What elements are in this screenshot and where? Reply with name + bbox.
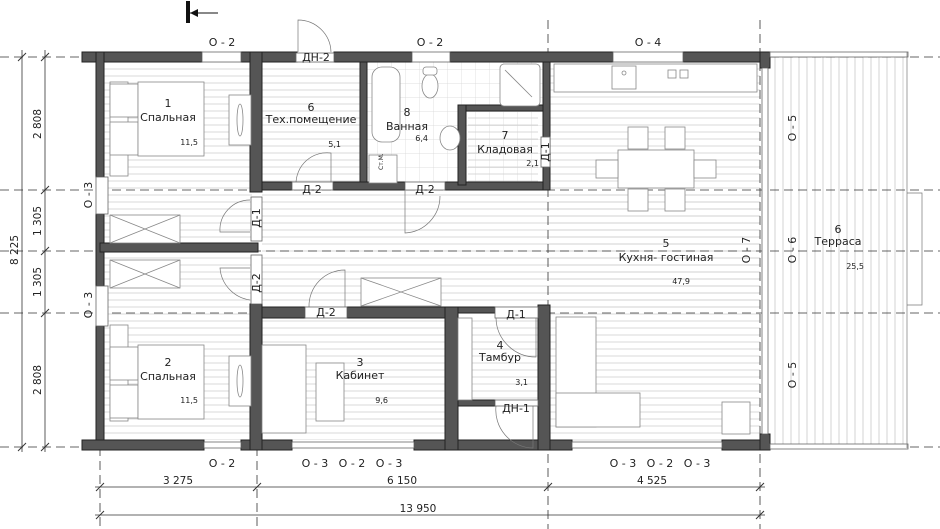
furniture — [109, 63, 758, 435]
window-label: О - 5 — [786, 362, 799, 389]
window-label: О - 3 О - 2 О - 3 — [302, 457, 403, 470]
door-label: ДН-2 — [302, 51, 330, 64]
dimension-lines — [17, 50, 765, 520]
room-bedroom-2: 2 Спальная 11,5 — [140, 356, 198, 405]
room-area: 25,5 — [846, 262, 864, 271]
room-tambour: 4 Тамбур 3,1 — [478, 339, 528, 387]
room-name: Кухня- гостиная — [619, 251, 714, 264]
door-label: Д-2 — [302, 183, 322, 196]
room-number: 7 — [502, 129, 509, 142]
door-label: Д-2 — [316, 306, 336, 319]
window-label: О - 4 — [635, 36, 662, 49]
door-label: Д-1 — [506, 308, 526, 321]
window-label: О - 3 — [82, 292, 95, 319]
room-name: Кабинет — [336, 369, 385, 382]
room-cabinet: 3 Кабинет 9,6 — [336, 356, 388, 405]
door-label: Д-1 — [539, 142, 552, 162]
room-terrace: 6 Терраса 25,5 — [814, 223, 864, 271]
window-label: О - 7 — [740, 237, 753, 264]
dim-left-total: 8 225 — [9, 235, 21, 265]
boiler-label: Ст.М. — [378, 153, 385, 170]
room-name: Терраса — [814, 235, 862, 248]
dim-left-3: 1 305 — [32, 267, 44, 297]
floor-finishes — [100, 52, 908, 448]
dim-bottom-3: 4 525 — [637, 475, 667, 487]
door-label: Д-1 — [250, 208, 263, 228]
room-area: 11,5 — [180, 138, 198, 147]
windows — [95, 51, 923, 450]
room-name: Тамбур — [478, 351, 521, 364]
room-area: 9,6 — [375, 396, 388, 405]
room-number: 5 — [663, 237, 670, 250]
room-area: 6,4 — [415, 134, 428, 143]
room-kitchen-living: 5 Кухня- гостиная 47,9 — [619, 237, 714, 286]
room-name: Кладовая — [477, 143, 533, 156]
door-label: ДН-1 — [502, 402, 530, 415]
room-number: 3 — [357, 356, 364, 369]
room-area: 3,1 — [515, 378, 528, 387]
dimension-labels: 2 808 1 305 1 305 2 808 8 225 3 275 6 15… — [9, 109, 667, 515]
room-area: 5,1 — [328, 140, 341, 149]
room-name: Спальная — [140, 111, 196, 124]
dim-left-2: 1 305 — [32, 206, 44, 236]
section-marker-icon — [186, 1, 218, 23]
window-label: О - 2 — [209, 457, 236, 470]
room-bedroom-1: 1 Спальная 11,5 — [140, 97, 198, 147]
dim-bottom-1: 3 275 — [163, 475, 193, 487]
window-label: О - 2 — [417, 36, 444, 49]
room-storage: 7 Кладовая 2,1 — [477, 129, 539, 168]
room-number: 2 — [165, 356, 172, 369]
window-label: О - 2 — [209, 36, 236, 49]
room-bathroom: 8 Ванная 6,4 — [386, 106, 428, 143]
dim-left-4: 2 808 — [32, 365, 44, 395]
door-swings — [219, 19, 551, 449]
room-number: 6 — [835, 223, 842, 236]
room-area: 47,9 — [672, 277, 690, 286]
window-label: О - 6 — [786, 237, 799, 264]
window-label: О - 3 О - 2 О - 3 — [610, 457, 711, 470]
room-name: Тех.помещение — [265, 113, 357, 126]
dim-left-1: 2 808 — [32, 109, 44, 139]
window-label: О - 3 — [82, 182, 95, 209]
door-label: Д-2 — [250, 273, 263, 293]
room-name: Ванная — [386, 120, 428, 133]
window-label: О - 5 — [786, 115, 799, 142]
window-labels: О - 2 О - 2 О - 4 О - 2 О - 3 О - 2 О - … — [82, 36, 799, 470]
room-name: Спальная — [140, 370, 196, 383]
dim-bottom-total: 13 950 — [400, 503, 437, 515]
dim-bottom-2: 6 150 — [387, 475, 417, 487]
room-number: 4 — [497, 339, 504, 352]
room-area: 2,1 — [526, 159, 539, 168]
room-number: 1 — [165, 97, 172, 110]
door-labels: ДН-2 Д-2 Д-2 Д-1 Д-2 Д-2 Д-1 ДН-1 Д-1 — [250, 51, 552, 415]
room-area: 11,5 — [180, 396, 198, 405]
room-number: 8 — [404, 106, 411, 119]
room-tech: 6 Тех.помещение 5,1 — [265, 101, 357, 149]
room-number: 6 — [308, 101, 315, 114]
walls — [81, 51, 771, 451]
door-label: Д-2 — [415, 183, 435, 196]
